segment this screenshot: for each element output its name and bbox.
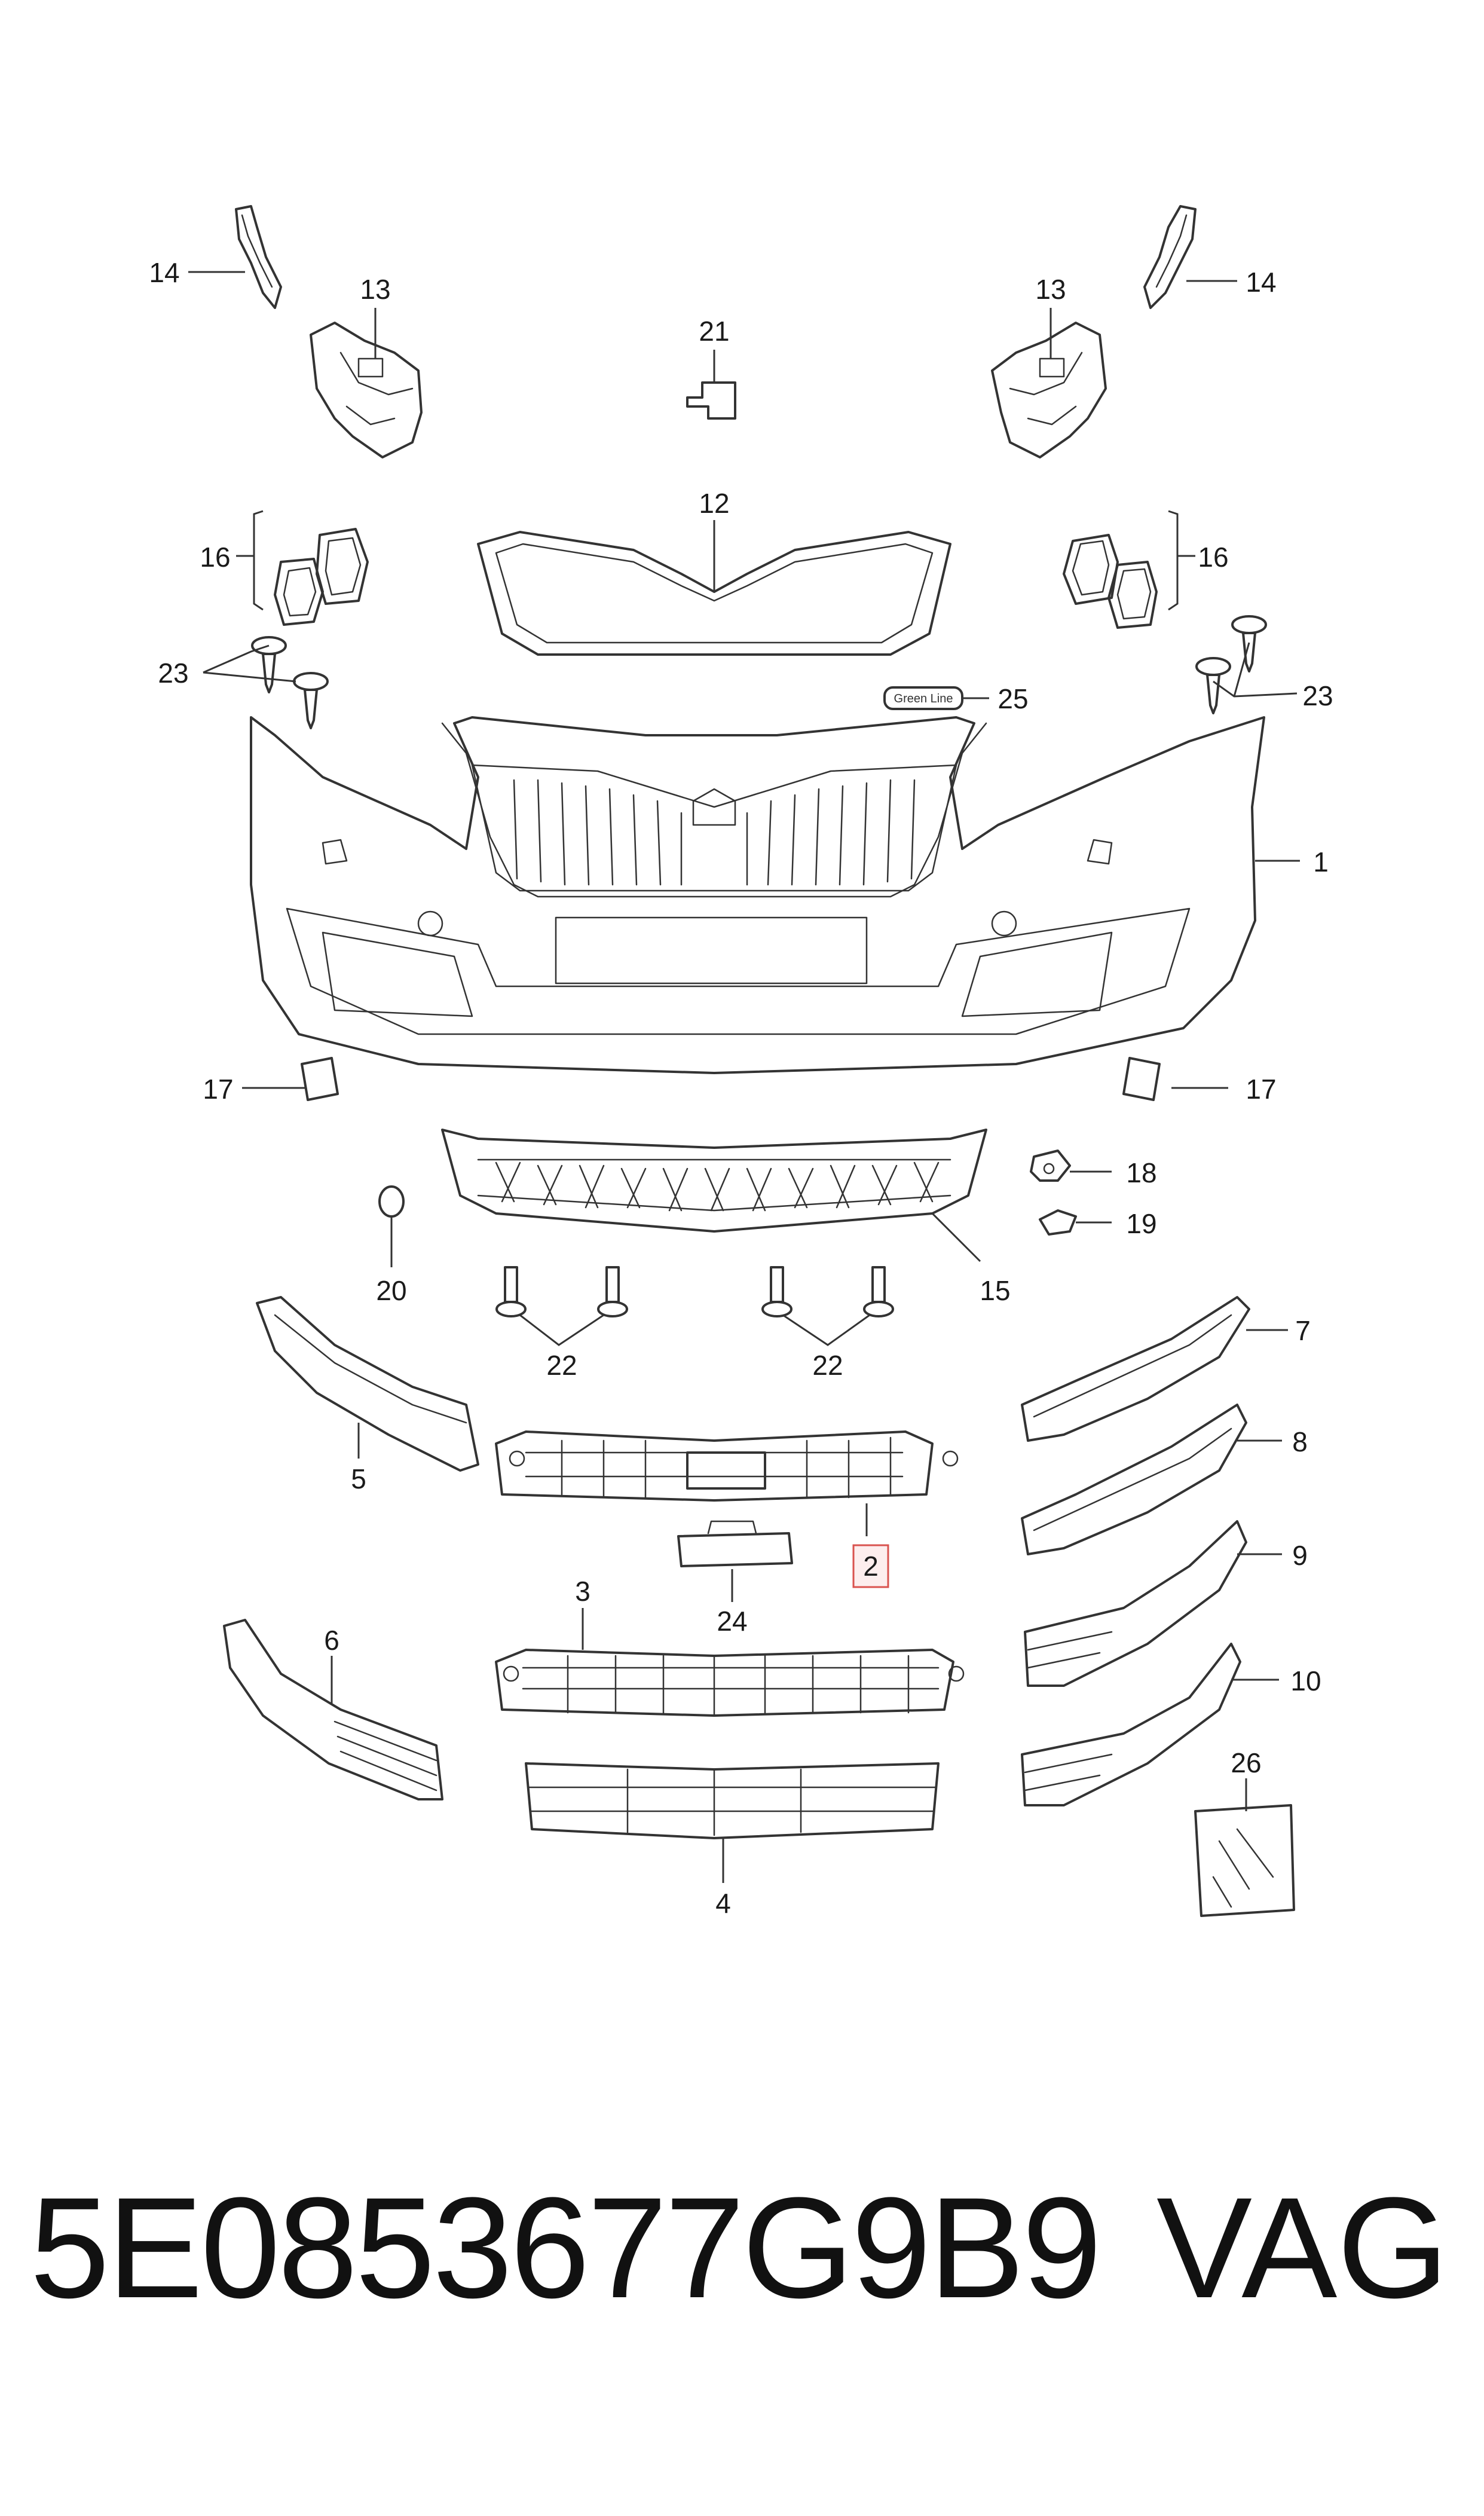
callout-13-right: 13 xyxy=(1035,274,1066,305)
callout-10: 10 xyxy=(1290,1665,1321,1696)
callout-22-left: 22 xyxy=(546,1350,577,1381)
part-17-right-cover xyxy=(1122,1057,1161,1101)
callout-22-right: 22 xyxy=(812,1350,843,1381)
footer: 5E0853677G9B9 VAG xyxy=(0,2170,1484,2325)
part-12-grille-frame xyxy=(477,531,951,656)
part-1-bumper xyxy=(250,716,1265,1074)
part-10-right-strip xyxy=(1021,1643,1241,1806)
callout-23-left: 23 xyxy=(158,658,188,689)
callout-6: 6 xyxy=(324,1625,339,1656)
part-code: 5E0853677G9B9 xyxy=(30,2168,1102,2328)
part-23-right-screws xyxy=(1195,615,1267,714)
part-22-screws xyxy=(495,1266,894,1317)
part-13-left-bracket xyxy=(310,322,423,458)
callout-5: 5 xyxy=(351,1463,366,1494)
callout-25: 25 xyxy=(998,683,1028,714)
callout-14-right: 14 xyxy=(1246,267,1276,298)
part-20-cap xyxy=(378,1185,405,1218)
part-19-clip xyxy=(1039,1209,1077,1236)
part-6-left-strip xyxy=(223,1619,443,1800)
part-9-right-strip xyxy=(1024,1520,1247,1687)
callout-4: 4 xyxy=(715,1888,731,1919)
part-25-badge: Green Line xyxy=(883,686,963,710)
part-17-left-cover xyxy=(301,1057,339,1101)
callout-16-left: 16 xyxy=(200,542,230,573)
callout-13-left: 13 xyxy=(360,274,390,305)
callout-24: 24 xyxy=(717,1606,747,1637)
callout-23-right: 23 xyxy=(1302,680,1333,711)
part-18-clip xyxy=(1030,1150,1071,1182)
callout-21: 21 xyxy=(699,316,729,347)
callout-2: 2 xyxy=(863,1551,879,1582)
part-4-lower-grille xyxy=(525,1762,940,1839)
callout-3: 3 xyxy=(575,1576,590,1607)
callout-15: 15 xyxy=(980,1275,1010,1306)
callout-19: 19 xyxy=(1126,1208,1156,1239)
callout-8: 8 xyxy=(1292,1426,1308,1457)
brand-name: VAG xyxy=(1156,2168,1449,2328)
part-8-right-strip xyxy=(1021,1404,1247,1555)
part-15-support xyxy=(441,1129,987,1233)
part-2-highlight-box xyxy=(852,1544,889,1588)
part-14-left-bracket xyxy=(235,205,282,309)
callout-7: 7 xyxy=(1295,1315,1311,1346)
callout-17-left: 17 xyxy=(203,1074,233,1105)
part-16-right-brackets xyxy=(1063,510,1179,629)
leader-lines xyxy=(188,271,1300,1883)
callout-1: 1 xyxy=(1313,846,1329,878)
callout-numbers: 14 14 13 13 21 12 16 16 23 23 25 1 17 17… xyxy=(149,257,1333,1919)
part-21-clip xyxy=(686,381,736,420)
callout-26: 26 xyxy=(1231,1747,1261,1778)
callout-16-right: 16 xyxy=(1198,542,1228,573)
part-24-bracket xyxy=(677,1520,793,1567)
part-23-left-screws xyxy=(251,636,329,729)
badge-label: Green Line xyxy=(894,692,953,705)
callout-17-right: 17 xyxy=(1246,1074,1276,1105)
part-7-right-strip xyxy=(1021,1296,1250,1442)
part-26-bag xyxy=(1194,1804,1295,1917)
callout-20: 20 xyxy=(376,1275,406,1306)
callout-9: 9 xyxy=(1292,1540,1308,1571)
part-2-grille xyxy=(495,1430,959,1502)
callout-18: 18 xyxy=(1126,1157,1156,1188)
callout-12: 12 xyxy=(699,488,729,519)
part-14-right-bracket xyxy=(1143,205,1197,309)
part-13-right-bracket xyxy=(991,322,1107,458)
part-3-grille xyxy=(495,1649,965,1717)
part-5-left-strip xyxy=(256,1296,479,1472)
part-16-left-brackets xyxy=(253,510,369,626)
callout-14-left: 14 xyxy=(149,257,179,288)
